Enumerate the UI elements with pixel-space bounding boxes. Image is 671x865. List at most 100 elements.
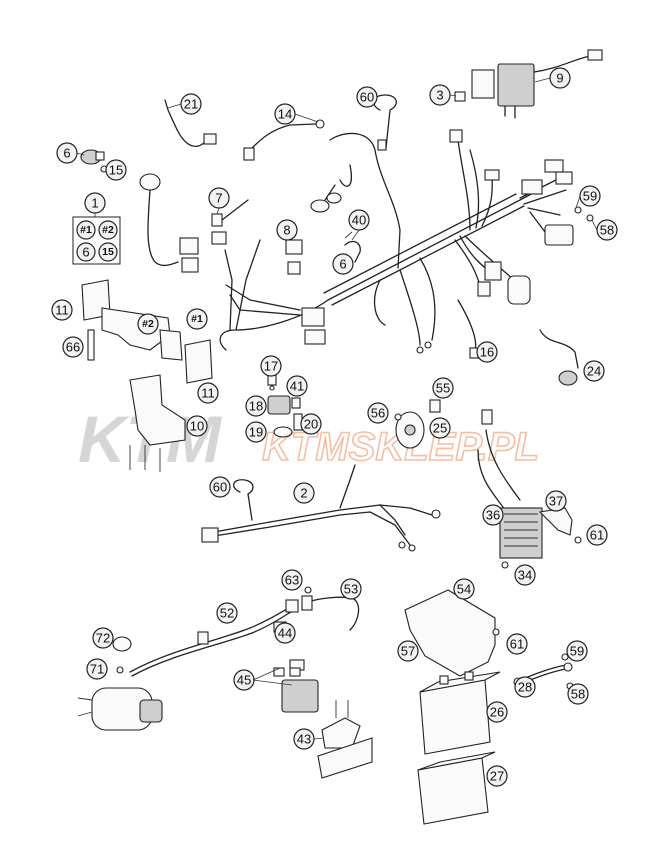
callout-34: 34 bbox=[514, 564, 536, 586]
svg-text:58: 58 bbox=[600, 223, 614, 238]
svg-text:28: 28 bbox=[518, 680, 532, 695]
svg-text:43: 43 bbox=[297, 732, 311, 747]
callout-61-top: 61 bbox=[586, 524, 608, 546]
callout-15: 15 bbox=[105, 159, 127, 181]
svg-text:59: 59 bbox=[570, 644, 584, 659]
svg-text:3: 3 bbox=[436, 88, 443, 103]
callout-7: 7 bbox=[208, 187, 230, 209]
part-59-nut-bottom bbox=[561, 653, 569, 661]
svg-text:41: 41 bbox=[290, 379, 304, 394]
callout-54: 54 bbox=[453, 578, 475, 600]
svg-text:7: 7 bbox=[215, 191, 222, 206]
svg-text:57: 57 bbox=[401, 644, 415, 659]
svg-text:10: 10 bbox=[190, 419, 204, 434]
callout-18: 18 bbox=[245, 395, 267, 417]
part-61-screw-bottom bbox=[492, 628, 500, 636]
svg-text:60: 60 bbox=[360, 90, 374, 105]
callout-28: 28 bbox=[514, 676, 536, 698]
part-53-cable bbox=[301, 595, 360, 631]
svg-text:45: 45 bbox=[237, 673, 251, 688]
svg-text:25: 25 bbox=[433, 421, 447, 436]
callout-44: 44 bbox=[274, 622, 296, 644]
callout-8: 8 bbox=[276, 219, 298, 241]
svg-text:24: 24 bbox=[587, 364, 601, 379]
part-60-cable-tie-bottom bbox=[233, 479, 254, 521]
svg-text:15: 15 bbox=[102, 246, 114, 258]
svg-text:6: 6 bbox=[82, 245, 89, 260]
legend-box: #1 #2 6 15 bbox=[72, 216, 121, 265]
callout-25: 25 bbox=[429, 417, 451, 439]
svg-text:40: 40 bbox=[352, 213, 366, 228]
svg-text:18: 18 bbox=[249, 399, 263, 414]
callout-61-bottom: 61 bbox=[506, 633, 528, 655]
svg-text:26: 26 bbox=[490, 705, 504, 720]
svg-text:#1: #1 bbox=[80, 224, 92, 236]
svg-text:1: 1 bbox=[91, 196, 98, 211]
svg-text:58: 58 bbox=[571, 687, 585, 702]
callout-6-top: 6 bbox=[56, 142, 78, 164]
svg-text:#1: #1 bbox=[191, 313, 203, 325]
part-6-rubber-holder bbox=[80, 149, 105, 165]
part-17-fuse bbox=[267, 374, 277, 391]
callout-21: 21 bbox=[180, 93, 202, 115]
main-wiring-harness bbox=[179, 129, 574, 354]
part-21-sensor-cable bbox=[164, 99, 217, 147]
part-18-fuse-holder bbox=[267, 395, 291, 415]
part-2-wiring-harness bbox=[201, 464, 441, 552]
part-34-screw bbox=[501, 561, 509, 569]
callout-53: 53 bbox=[340, 578, 362, 600]
callout-26: 26 bbox=[486, 701, 508, 723]
part-66-pin bbox=[87, 329, 95, 361]
part-3-clip bbox=[454, 91, 466, 102]
part-9-connector-unit bbox=[471, 49, 603, 119]
svg-text:17: 17 bbox=[264, 359, 278, 374]
legend-cell-3: 6 bbox=[76, 242, 96, 262]
part-72-cap bbox=[112, 636, 132, 652]
svg-text:55: 55 bbox=[436, 381, 450, 396]
callout-6-mid: 6 bbox=[332, 253, 354, 275]
callout-60-top: 60 bbox=[356, 86, 378, 108]
callout-1: 1 bbox=[84, 192, 106, 214]
part-19-ring bbox=[273, 426, 293, 438]
callout-19: 19 bbox=[245, 421, 267, 443]
callout-55: 55 bbox=[432, 377, 454, 399]
svg-text:27: 27 bbox=[490, 769, 504, 784]
svg-text:11: 11 bbox=[55, 303, 69, 318]
svg-text:44: 44 bbox=[278, 626, 292, 641]
svg-text:20: 20 bbox=[304, 417, 318, 432]
svg-text:6: 6 bbox=[339, 257, 346, 272]
callout-hash2: #2 bbox=[137, 313, 159, 335]
part-41-clip bbox=[291, 397, 301, 409]
leader-lines bbox=[76, 77, 598, 740]
callout-59-bottom: 59 bbox=[566, 640, 588, 662]
callout-2: 2 bbox=[293, 482, 315, 504]
svg-text:54: 54 bbox=[457, 582, 471, 597]
part-60-cable-tie-top bbox=[373, 94, 397, 151]
part-43-holder bbox=[317, 700, 373, 779]
svg-text:56: 56 bbox=[371, 406, 385, 421]
svg-text:66: 66 bbox=[66, 340, 80, 355]
callout-59-top: 59 bbox=[579, 185, 601, 207]
part-58-washer-top bbox=[586, 214, 594, 222]
callout-57: 57 bbox=[397, 640, 419, 662]
callout-36: 36 bbox=[482, 504, 504, 526]
callout-14: 14 bbox=[274, 103, 296, 125]
part-26-battery bbox=[419, 671, 501, 755]
svg-text:19: 19 bbox=[249, 425, 263, 440]
svg-text:61: 61 bbox=[590, 528, 604, 543]
part-36-voltage-regulator bbox=[477, 409, 543, 559]
starter-motor bbox=[77, 687, 163, 731]
callout-16: 16 bbox=[476, 341, 498, 363]
svg-text:52: 52 bbox=[220, 606, 234, 621]
svg-text:72: 72 bbox=[96, 631, 110, 646]
callout-11-right: 11 bbox=[197, 382, 219, 404]
svg-text:#2: #2 bbox=[142, 318, 154, 330]
svg-text:59: 59 bbox=[583, 189, 597, 204]
svg-text:34: 34 bbox=[518, 568, 532, 583]
legend-cell-4: 15 bbox=[98, 242, 118, 262]
part-63-screw bbox=[304, 586, 312, 594]
part-45-starter-relay bbox=[273, 667, 319, 713]
callout-37: 37 bbox=[545, 490, 567, 512]
callout-10: 10 bbox=[186, 415, 208, 437]
